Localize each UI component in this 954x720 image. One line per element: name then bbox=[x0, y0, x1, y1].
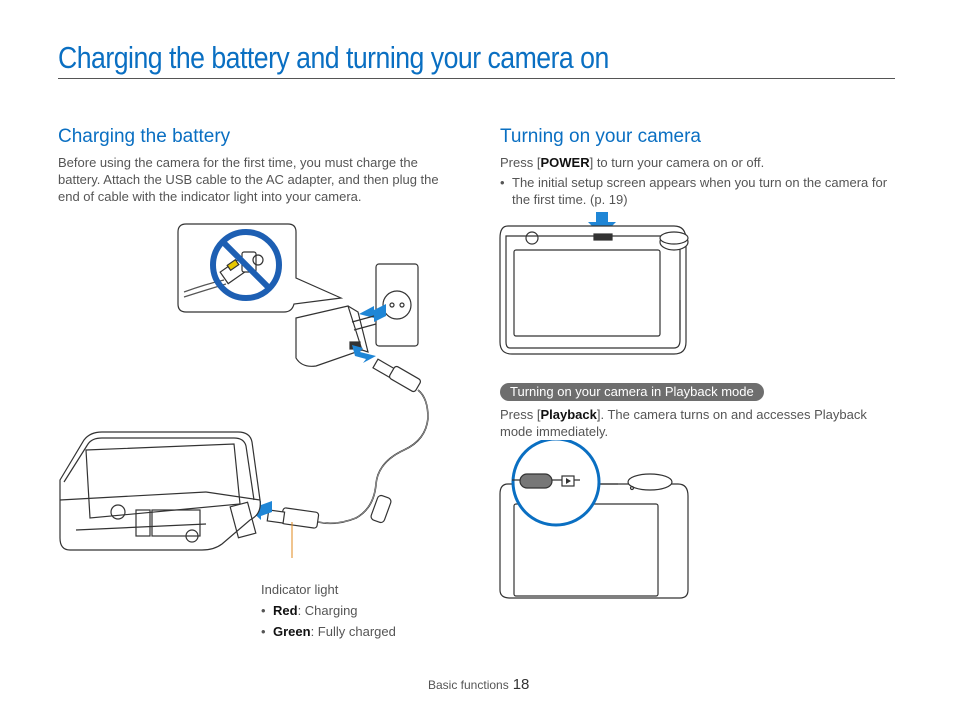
shutter-button bbox=[659, 231, 689, 245]
playback-instruction: Press [Playback]. The camera turns on an… bbox=[500, 407, 867, 439]
usb-cable-icon bbox=[266, 358, 429, 529]
indicator-color-green: Green bbox=[273, 624, 311, 639]
page-number: 18 bbox=[512, 676, 530, 693]
indicator-item-green: • Green: Fully charged bbox=[261, 624, 396, 639]
charging-diagram bbox=[59, 223, 429, 558]
indicator-light-caption: Indicator light • Red: Charging • Green:… bbox=[261, 579, 396, 642]
shutter-button bbox=[627, 473, 673, 491]
power-button bbox=[593, 233, 613, 241]
callout-bubble bbox=[177, 223, 344, 313]
charging-heading: Charging the battery bbox=[58, 126, 231, 147]
power-heading: Turning on your camera bbox=[500, 126, 702, 147]
arrow-right-icon bbox=[359, 304, 386, 322]
wall-outlet-icon bbox=[375, 263, 419, 347]
power-button-illustration bbox=[498, 210, 690, 360]
charging-illustration bbox=[56, 218, 436, 558]
playback-key-label: Playback bbox=[540, 407, 597, 422]
ac-adapter-icon bbox=[295, 305, 377, 367]
play-icon bbox=[566, 478, 571, 484]
charging-body: Before using the camera for the first ti… bbox=[58, 155, 439, 204]
arrow-down-icon bbox=[588, 212, 616, 236]
power-instruction: Press [POWER] to turn your camera on or … bbox=[500, 155, 765, 170]
camera-body-icon bbox=[59, 431, 261, 551]
camera-screen bbox=[513, 249, 661, 337]
power-bullet: • The initial setup screen appears when … bbox=[500, 174, 895, 208]
camera-top-diagram bbox=[499, 212, 689, 355]
camera-body-icon bbox=[499, 225, 687, 355]
page-title: Charging the battery and turning your ca… bbox=[58, 40, 609, 75]
bullet-dot: • bbox=[500, 175, 505, 190]
zoom-highlight-circle bbox=[511, 440, 601, 527]
power-button bbox=[519, 473, 553, 489]
arrow-left-icon bbox=[352, 345, 376, 363]
indicator-light-label: Indicator light bbox=[261, 582, 339, 597]
prohibited-icon bbox=[210, 229, 282, 301]
power-key-label: POWER bbox=[540, 155, 590, 170]
indicator-color-red: Red bbox=[273, 603, 298, 618]
footer-section: Basic functions bbox=[428, 678, 509, 692]
power-bullet-text: The initial setup screen appears when yo… bbox=[512, 175, 888, 207]
indicator-item-red: • Red: Charging bbox=[261, 603, 358, 618]
camera-back-diagram bbox=[499, 440, 689, 599]
playback-mode-badge: Turning on your camera in Playback mode bbox=[500, 383, 764, 401]
title-divider bbox=[58, 78, 895, 79]
playback-button-illustration bbox=[498, 440, 692, 602]
